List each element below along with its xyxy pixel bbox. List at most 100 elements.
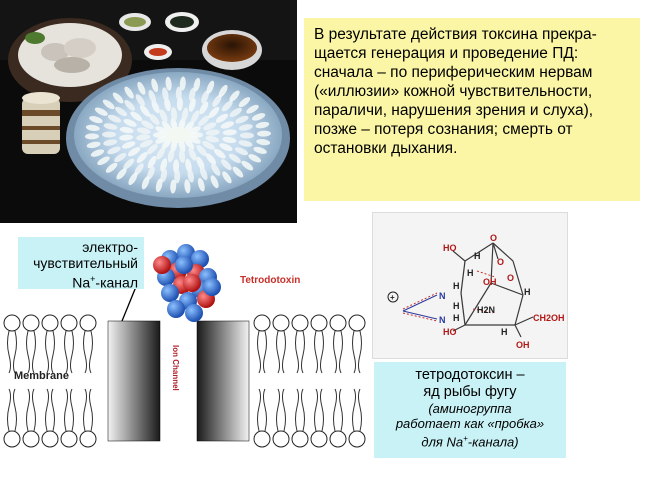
svg-text:HO: HO: [443, 243, 457, 253]
fugu-slice: [161, 137, 172, 150]
lipid-tail: [314, 388, 318, 432]
lipid-tail: [26, 330, 30, 374]
lipid-head: [41, 430, 59, 448]
fugu-slice: [220, 159, 232, 171]
fugu-slice: [114, 153, 127, 163]
fugu-slices: [85, 76, 271, 194]
fugu-slice: [215, 113, 229, 123]
fugu-slice: [139, 105, 151, 117]
fugu-slice: [148, 90, 157, 104]
fugu-slice: [174, 169, 181, 184]
lipid-tail: [320, 388, 324, 432]
lipid-tail: [89, 330, 93, 374]
fugu-slice: [220, 121, 235, 129]
lipid-head: [3, 314, 21, 332]
fugu-slice: [123, 119, 137, 127]
fugu-slice: [181, 107, 189, 122]
lipid-tail: [333, 330, 337, 374]
lipid-tail: [295, 330, 299, 374]
fugu-slice: [241, 160, 254, 171]
fugu-slice: [211, 163, 221, 176]
fugu-slice: [238, 97, 251, 108]
fugu-slice: [201, 90, 209, 104]
fugu-slice: [199, 101, 209, 115]
fugu-slice: [161, 120, 172, 133]
svg-text:H: H: [453, 301, 460, 311]
channel-left-wall: [107, 320, 161, 442]
fugu-slice: [121, 141, 136, 149]
fugu-slice: [85, 124, 100, 132]
fugu-slice: [234, 147, 249, 156]
fugu-slice: [130, 111, 143, 122]
lipid-tail: [282, 388, 286, 432]
fugu-slice: [167, 148, 175, 163]
fugu-slice: [202, 140, 215, 150]
fugu-slice: [162, 87, 169, 102]
fugu-slice: [219, 143, 233, 151]
fugu-slice: [102, 131, 116, 138]
fugu-slice: [124, 86, 134, 99]
fugu-slice: [232, 166, 244, 178]
lipid-tail: [26, 388, 30, 432]
lipid-bilayer: [3, 314, 366, 448]
membrane-svg: Ion Channel Membrane Tetrodotoxin: [3, 244, 366, 448]
fugu-slice: [139, 139, 153, 148]
svg-text:N: N: [439, 291, 446, 301]
caption-note: работает как «пробка»: [395, 416, 545, 431]
lipid-head: [22, 430, 40, 448]
lipid-head: [22, 314, 40, 332]
atom-sphere: [191, 250, 209, 268]
atom-sphere: [175, 256, 193, 274]
fugu-slice: [155, 178, 163, 193]
lipid-tail: [13, 330, 17, 374]
fugu-slice: [136, 127, 151, 135]
tetrodotoxin-label: Tetrodotoxin: [240, 275, 300, 286]
lipid-head: [3, 430, 21, 448]
svg-text:O: O: [490, 233, 497, 243]
fugu-slice: [187, 126, 201, 135]
lipid-head: [79, 430, 97, 448]
channel-right-wall: [196, 320, 250, 442]
fugu-slice: [119, 126, 134, 134]
fugu-slice: [206, 80, 215, 94]
tetrodotoxin-structure: + O O HO H OH H O H H N H N H CH2OH HO H…: [372, 212, 568, 359]
fugu-slice: [136, 152, 148, 164]
fugu-slice: [179, 76, 186, 91]
fugu-slice: [107, 114, 122, 123]
caption-title: тетродотоксин –: [415, 367, 525, 383]
lipid-tail: [276, 388, 280, 432]
lipid-tail: [352, 330, 356, 374]
caption-note: для Na+-канала): [421, 434, 519, 450]
description-line: В результате действия токсина прекра-: [314, 26, 597, 43]
fugu-slice: [112, 92, 124, 104]
fugu-slice: [222, 171, 232, 184]
fugu-slice: [151, 100, 160, 114]
lipid-tail: [301, 388, 305, 432]
lipid-head: [329, 430, 347, 448]
fugu-slice: [147, 155, 157, 169]
fugu-slice: [107, 146, 121, 155]
lipid-tail: [45, 388, 49, 432]
atom-sphere: [185, 304, 203, 322]
fugu-slice: [190, 110, 200, 123]
lipid-tail: [64, 388, 68, 432]
atom-sphere: [167, 300, 185, 318]
fugu-slice: [119, 134, 134, 141]
fugu-slice: [137, 81, 146, 95]
svg-text:OH: OH: [483, 277, 497, 287]
lipid-head: [348, 430, 366, 448]
lipid-tail: [70, 388, 74, 432]
description-line: позже – потеря сознания; смерть от: [314, 121, 573, 138]
fugu-slice: [187, 135, 201, 144]
fugu-slice: [228, 153, 241, 164]
description-line: («иллюзии» кожной чувствительности,: [314, 83, 593, 100]
atom-sphere: [161, 284, 179, 302]
ion-channel-label: Ion Channel: [171, 345, 180, 391]
fugu-slice: [256, 138, 271, 146]
fugu-slice: [94, 107, 108, 116]
fugu-slice: [141, 176, 150, 190]
fugu-slice: [134, 163, 144, 176]
lipid-tail: [314, 330, 318, 374]
fugu-slice: [187, 168, 194, 183]
fugu-photo: [0, 0, 297, 223]
